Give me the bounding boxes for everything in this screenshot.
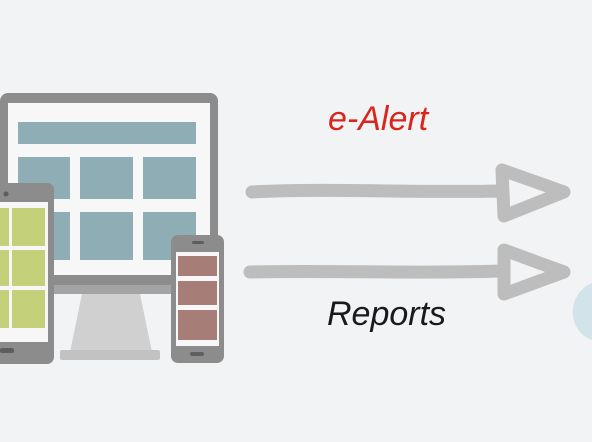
tablet-icon (0, 183, 54, 364)
reports-label: Reports (327, 295, 447, 333)
arrow-right-icon (243, 243, 571, 301)
e-alert-label: e-Alert (328, 100, 429, 138)
smartphone-icon (171, 235, 224, 363)
arrow-right-icon (245, 163, 571, 223)
partial-circle-shape (572, 283, 592, 340)
